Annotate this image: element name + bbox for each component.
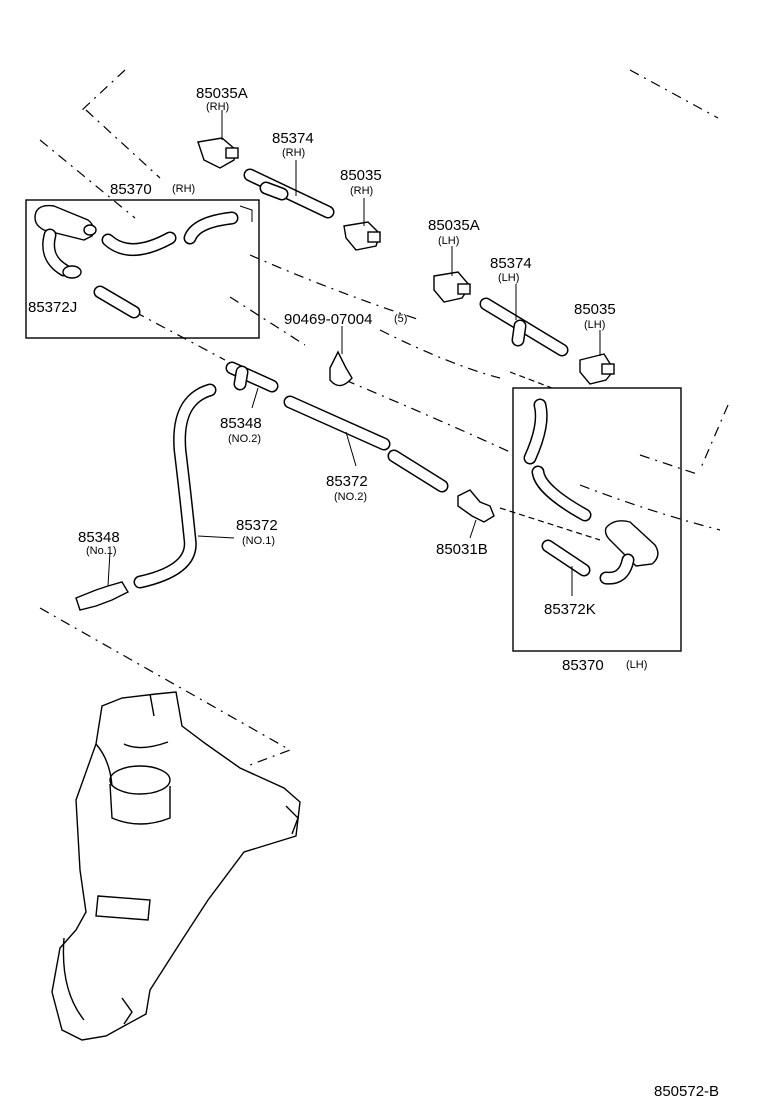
check-valve-85031B	[457, 489, 495, 523]
rh-nozzle-85035	[343, 221, 381, 251]
rh-tee-hose-85374	[243, 168, 335, 219]
label-85370-lh-side: (LH)	[626, 659, 647, 671]
label-85035-rh: 85035	[340, 167, 382, 184]
reference-lines	[39, 69, 729, 766]
label-85372-no2-variant: (NO.2)	[334, 491, 367, 503]
label-85370-rh-side: (RH)	[172, 183, 195, 195]
lh-nozzle-bracket-85035A	[433, 271, 471, 303]
label-85035-rh-side: (RH)	[350, 185, 373, 197]
label-85374-lh: 85374	[490, 255, 532, 272]
lh-nozzle-85035	[579, 353, 615, 385]
label-85374-rh: 85374	[272, 130, 314, 147]
hose-85372-no1	[133, 383, 217, 589]
label-90469: 90469-07004	[284, 311, 372, 328]
label-85372-no2: 85372	[326, 473, 368, 490]
rh-nozzle-assembly-box	[25, 199, 260, 339]
part-labels: 85035A (RH) 85374 (RH) 85035 (RH) 85370 …	[28, 85, 719, 1100]
label-85372K: 85372K	[544, 601, 596, 618]
lh-washer-nozzle	[604, 520, 659, 567]
diagram-id: 850572-B	[654, 1083, 719, 1100]
label-85035A-lh-side: (LH)	[438, 235, 459, 247]
label-85348-no1-variant: (No.1)	[86, 545, 117, 557]
label-85370-rh: 85370	[110, 181, 152, 198]
label-85372J: 85372J	[28, 299, 77, 316]
lh-nozzle-assembly-box	[512, 387, 682, 652]
label-85374-rh-side: (RH)	[282, 147, 305, 159]
washer-fluid-tank	[51, 691, 301, 1041]
label-85348-no2: 85348	[220, 415, 262, 432]
label-85035A-rh: 85035A	[196, 85, 248, 102]
hose-connector-85348-no1	[75, 581, 129, 611]
label-90469-qty: (5)	[394, 313, 407, 325]
label-85035A-rh-side: (RH)	[206, 101, 229, 113]
rh-nozzle-bracket-85035A	[197, 137, 239, 169]
label-85031B: 85031B	[436, 541, 488, 558]
label-85372-no1-variant: (NO.1)	[242, 535, 275, 547]
label-85035A-lh: 85035A	[428, 217, 480, 234]
hose-connector-85348-no2	[225, 361, 279, 393]
hose-clip-90469	[329, 350, 353, 387]
label-85374-lh-side: (LH)	[498, 272, 519, 284]
label-85370-lh: 85370	[562, 657, 604, 674]
label-85372-no1: 85372	[236, 517, 278, 534]
leader-lines	[107, 110, 601, 596]
label-85035-lh: 85035	[574, 301, 616, 318]
lh-tee-hose-85374	[479, 297, 569, 357]
label-85035-lh-side: (LH)	[584, 319, 605, 331]
tank-cap	[109, 765, 171, 795]
label-85348-no1: 85348	[78, 529, 120, 546]
label-85348-no2-variant: (NO.2)	[228, 433, 261, 445]
hose-85372-no2	[283, 395, 449, 493]
